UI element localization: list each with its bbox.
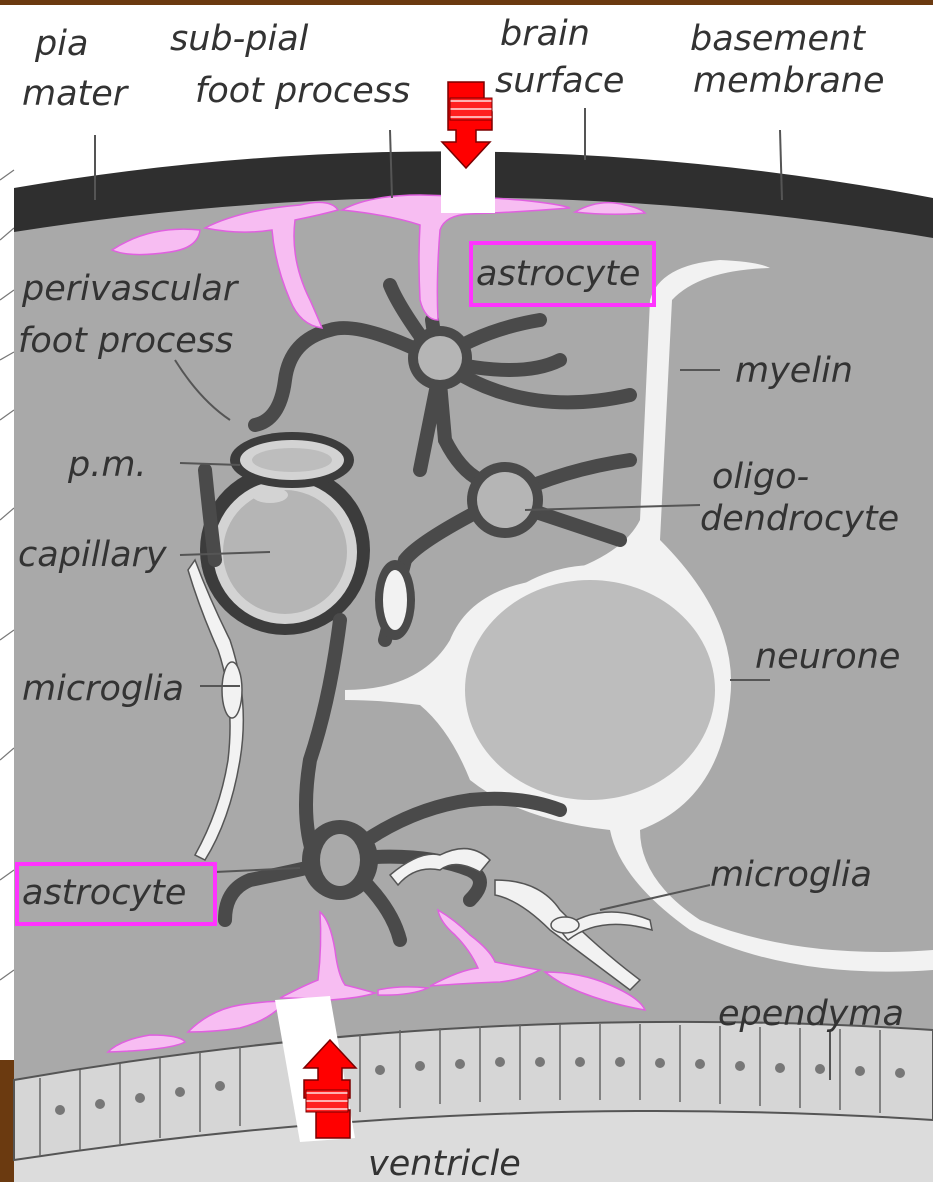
label-astrocyte-bottom: astrocyte <box>22 873 186 913</box>
label-astrocyte-top: astrocyte <box>476 254 640 294</box>
label-subpial-1: sub-pial <box>170 19 309 59</box>
label-pia-2: mater <box>22 74 130 114</box>
label-neurone: neurone <box>755 637 900 677</box>
label-subpial-2: foot process <box>195 71 410 111</box>
label-brain-1: brain <box>500 14 590 54</box>
label-oligo-2: dendrocyte <box>700 499 899 539</box>
label-perivascular-1: perivascular <box>21 269 240 309</box>
label-brain-2: surface <box>495 61 624 101</box>
label-ventricle: ventricle <box>368 1144 521 1182</box>
label-pm: p.m. <box>67 445 147 485</box>
label-basement-1: basement <box>690 19 866 59</box>
label-microglia-right: microglia <box>710 855 872 895</box>
label-oligo-1: oligo- <box>712 457 809 497</box>
bottom-left-frame <box>0 1060 14 1182</box>
label-capillary: capillary <box>18 535 168 575</box>
background-sketch-lines <box>0 170 14 980</box>
label-myelin: myelin <box>735 351 853 391</box>
label-pia-1: pia <box>34 24 88 64</box>
label-basement-2: membrane <box>693 61 885 101</box>
label-ependyma: ependyma <box>718 994 904 1034</box>
top-frame-bar <box>0 0 933 5</box>
label-perivascular-2: foot process <box>18 321 233 361</box>
label-microglia-left: microglia <box>22 669 184 709</box>
